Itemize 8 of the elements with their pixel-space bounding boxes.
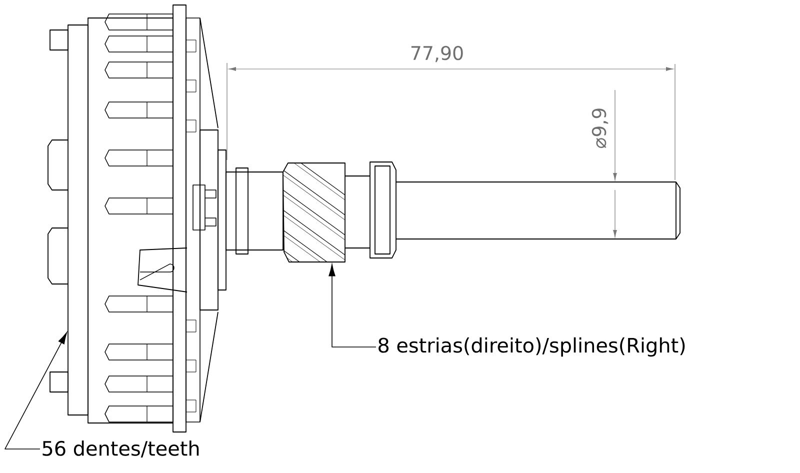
dimension-text: ⌀9,9 — [592, 108, 608, 148]
leader-label: 8 estrias(direito)/splines(Right) — [378, 337, 685, 357]
pinion-gear-drawing — [282, 162, 346, 262]
dimension-text: 77,90 — [411, 46, 463, 62]
leader-line — [328, 264, 376, 348]
leader-line — [4, 332, 68, 450]
clutch-drum-drawing — [68, 4, 226, 432]
leader-label: 56 dentes/teeth — [42, 440, 199, 458]
